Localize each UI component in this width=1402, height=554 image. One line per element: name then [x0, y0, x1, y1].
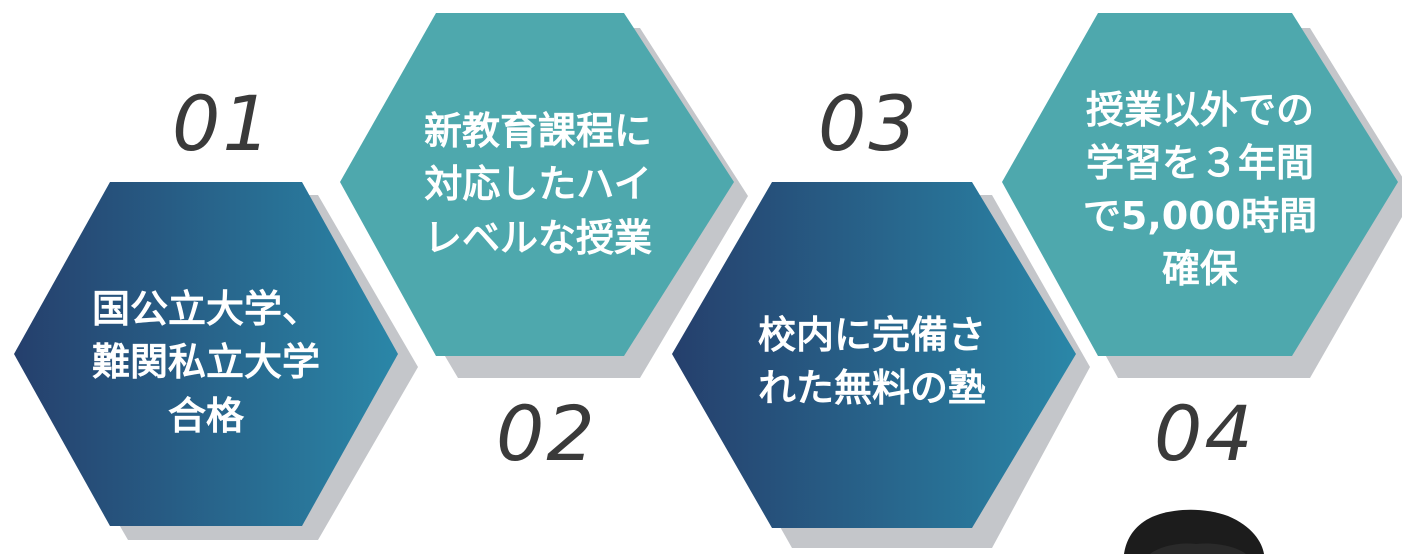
feature-1-line-1: 国公立大学、	[91, 287, 320, 332]
hexagon-4-shape	[1002, 13, 1398, 356]
feature-1-text: 国公立大学、 難関私立大学 合格	[56, 280, 356, 446]
feature-3-line-1: 校内に完備さ	[757, 312, 986, 357]
feature-4-line-4: 確保	[1161, 247, 1238, 292]
feature-1-line-3: 合格	[167, 393, 244, 438]
hexagon-1-shape	[14, 182, 398, 526]
feature-2-line-2: 対応したハイ	[424, 162, 652, 207]
person-photo	[1124, 509, 1264, 554]
feature-1-line-2: 難関私立大学	[91, 340, 320, 385]
feature-2-line-1: 新教育課程に	[423, 109, 652, 154]
feature-3-line-2: れた無料の塾	[757, 366, 986, 410]
hexagon-2-shape	[340, 13, 734, 356]
person-hair	[1124, 509, 1264, 554]
feature-4-number: 04	[1154, 389, 1255, 478]
feature-4-line-2: 学習を３年間	[1085, 140, 1314, 185]
hexagon-3-shape	[672, 182, 1076, 528]
feature-2-number: 02	[496, 389, 597, 478]
feature-2-line-3: レベルな授業	[423, 215, 652, 260]
feature-4-text: 授業以外での 学習を３年間 で5,000時間 確保	[1050, 80, 1350, 300]
feature-3-number: 03	[818, 79, 919, 168]
feature-4-line-1: 授業以外での	[1085, 87, 1314, 132]
feature-4-line-3: で5,000時間	[1082, 194, 1318, 238]
feature-3-text: 校内に完備さ れた無料の塾	[722, 306, 1022, 418]
feature-1-number: 01	[172, 79, 273, 168]
feature-2-text: 新教育課程に 対応したハイ レベルな授業	[388, 102, 688, 268]
